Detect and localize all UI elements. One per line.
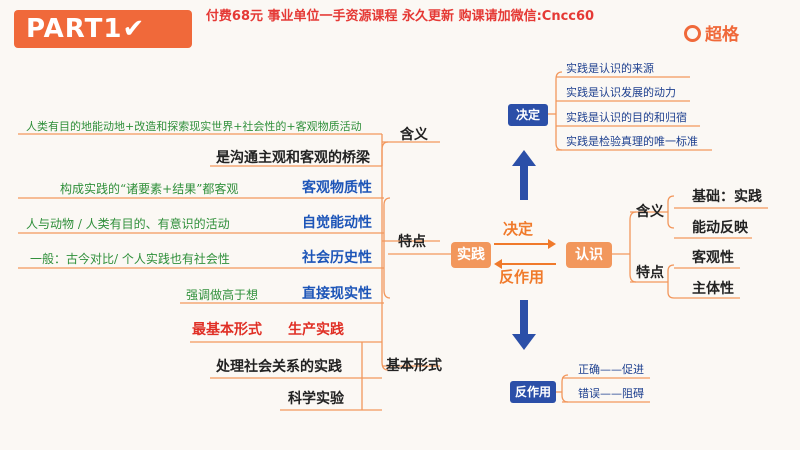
reaction-box: 反作用 [510,381,556,403]
feature-name: 客观物质性 [302,180,372,196]
decide-item: 实践是认识发展的动力 [566,86,676,99]
cognition-meaning-label: 含义 [636,204,664,220]
practice-node: 实践 [451,242,491,268]
logo-icon [684,25,701,42]
decide-label: 决定 [503,220,534,238]
bridge-text: 是沟通主观和客观的桥梁 [216,150,370,166]
production-practice: 生产实践 [288,322,344,338]
feature-note: 强调做高于想 [186,288,259,302]
features-label: 特点 [398,234,426,250]
cognition-node: 认识 [566,242,612,268]
feature-note: 人与动物 / 人类有目的、有意识的活动 [26,217,230,231]
logo-text: 超格 [705,25,739,45]
decide-item: 实践是认识的来源 [566,62,654,75]
reaction-item: 错误——阻碍 [578,387,644,400]
reaction-label: 反作用 [499,268,545,286]
decide-item: 实践是认识的目的和归宿 [566,111,687,124]
brand-logo: 超格 [684,20,739,45]
decide-box: 决定 [508,104,548,126]
feature-name: 社会历史性 [302,250,372,266]
practice-definition: 人类有目的地能动地+改造和探索现实世界+社会性的+客观物质活动 [26,120,362,133]
most-basic-label: 最基本形式 [192,322,262,338]
feature-note: 构成实践的“诸要素+结果”都客观 [60,182,239,196]
feature-note: 一般：古今对比/ 个人实践也有社会性 [30,252,230,266]
cognition-features-label: 特点 [636,265,664,281]
feature-name: 直接现实性 [302,286,372,302]
basic-forms-label: 基本形式 [386,358,442,374]
social-practice: 处理社会关系的实践 [216,359,342,375]
science-experiment: 科学实验 [288,391,344,407]
feature-name: 自觉能动性 [302,215,372,231]
basis-practice: 基础：实践 [692,189,762,205]
reaction-item: 正确——促进 [578,363,644,376]
part-label: PART1✔ [14,10,192,48]
meaning-label: 含义 [400,127,428,143]
active-reflection: 能动反映 [692,220,748,236]
objectivity: 客观性 [692,250,734,266]
decide-item: 实践是检验真理的唯一标准 [566,135,698,148]
ad-banner: 付费68元 事业单位一手资源课程 永久更新 购课请加微信:Cncc60 [205,9,595,24]
subjectivity: 主体性 [692,281,734,297]
